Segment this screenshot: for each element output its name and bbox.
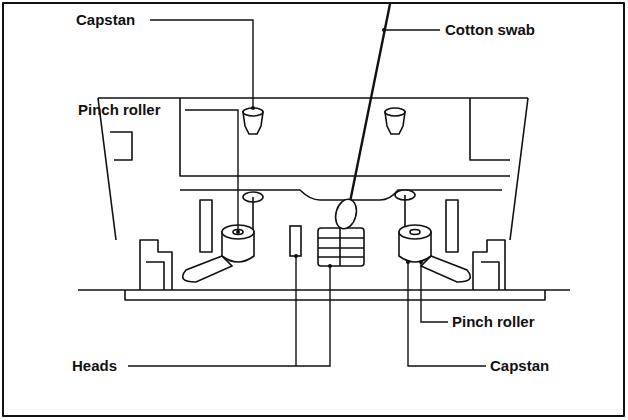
leader-dot xyxy=(236,230,240,234)
leader-line xyxy=(185,110,238,232)
leader-dot xyxy=(294,254,298,258)
capstans xyxy=(243,108,415,232)
body-outline xyxy=(98,98,528,240)
leader-dot xyxy=(328,264,332,268)
base-rail xyxy=(125,290,545,300)
leader-dots xyxy=(236,28,423,268)
swab-tip xyxy=(332,197,359,231)
body-notch xyxy=(110,132,132,160)
leader-line xyxy=(150,20,253,108)
part-label: Capstan xyxy=(490,357,580,375)
head-stripes xyxy=(318,228,364,266)
leader-dot xyxy=(406,260,410,264)
capstan-shaft xyxy=(252,197,254,232)
leader-lines xyxy=(128,20,486,366)
part-label: Capstan xyxy=(76,11,156,29)
shelf-edge xyxy=(180,190,502,200)
left-bracket xyxy=(140,240,172,290)
frame-border xyxy=(3,3,624,416)
tape-guide xyxy=(290,226,301,256)
part-label: Pinch roller xyxy=(452,313,572,331)
capstan-cap-top xyxy=(385,108,405,116)
left-post xyxy=(200,200,212,252)
roller-lever xyxy=(421,256,470,282)
part-label: Heads xyxy=(72,357,132,375)
heads xyxy=(290,226,364,266)
leader-dot xyxy=(251,106,255,110)
pinch-roller-hub xyxy=(233,230,243,235)
base-line xyxy=(78,289,570,291)
head-block xyxy=(318,228,364,266)
leader-line xyxy=(128,256,330,366)
pinch-roller-top xyxy=(399,225,431,239)
leader-dot xyxy=(419,260,423,264)
right-bracket xyxy=(473,240,505,290)
leader-line xyxy=(421,262,448,322)
swab-stick xyxy=(350,4,390,202)
cotton-swab xyxy=(332,4,390,231)
right-post xyxy=(446,200,458,252)
leader-dot xyxy=(382,28,386,32)
leader-line xyxy=(384,29,440,30)
roller-lever xyxy=(183,256,232,282)
pinch-rollers xyxy=(183,225,471,282)
part-label: Cotton swab xyxy=(445,21,565,39)
right-step xyxy=(470,98,510,160)
capstan-shaft xyxy=(404,195,406,230)
part-label: Pinch roller xyxy=(78,101,188,119)
deck-body xyxy=(3,3,624,416)
pinch-roller-hub xyxy=(410,230,420,235)
